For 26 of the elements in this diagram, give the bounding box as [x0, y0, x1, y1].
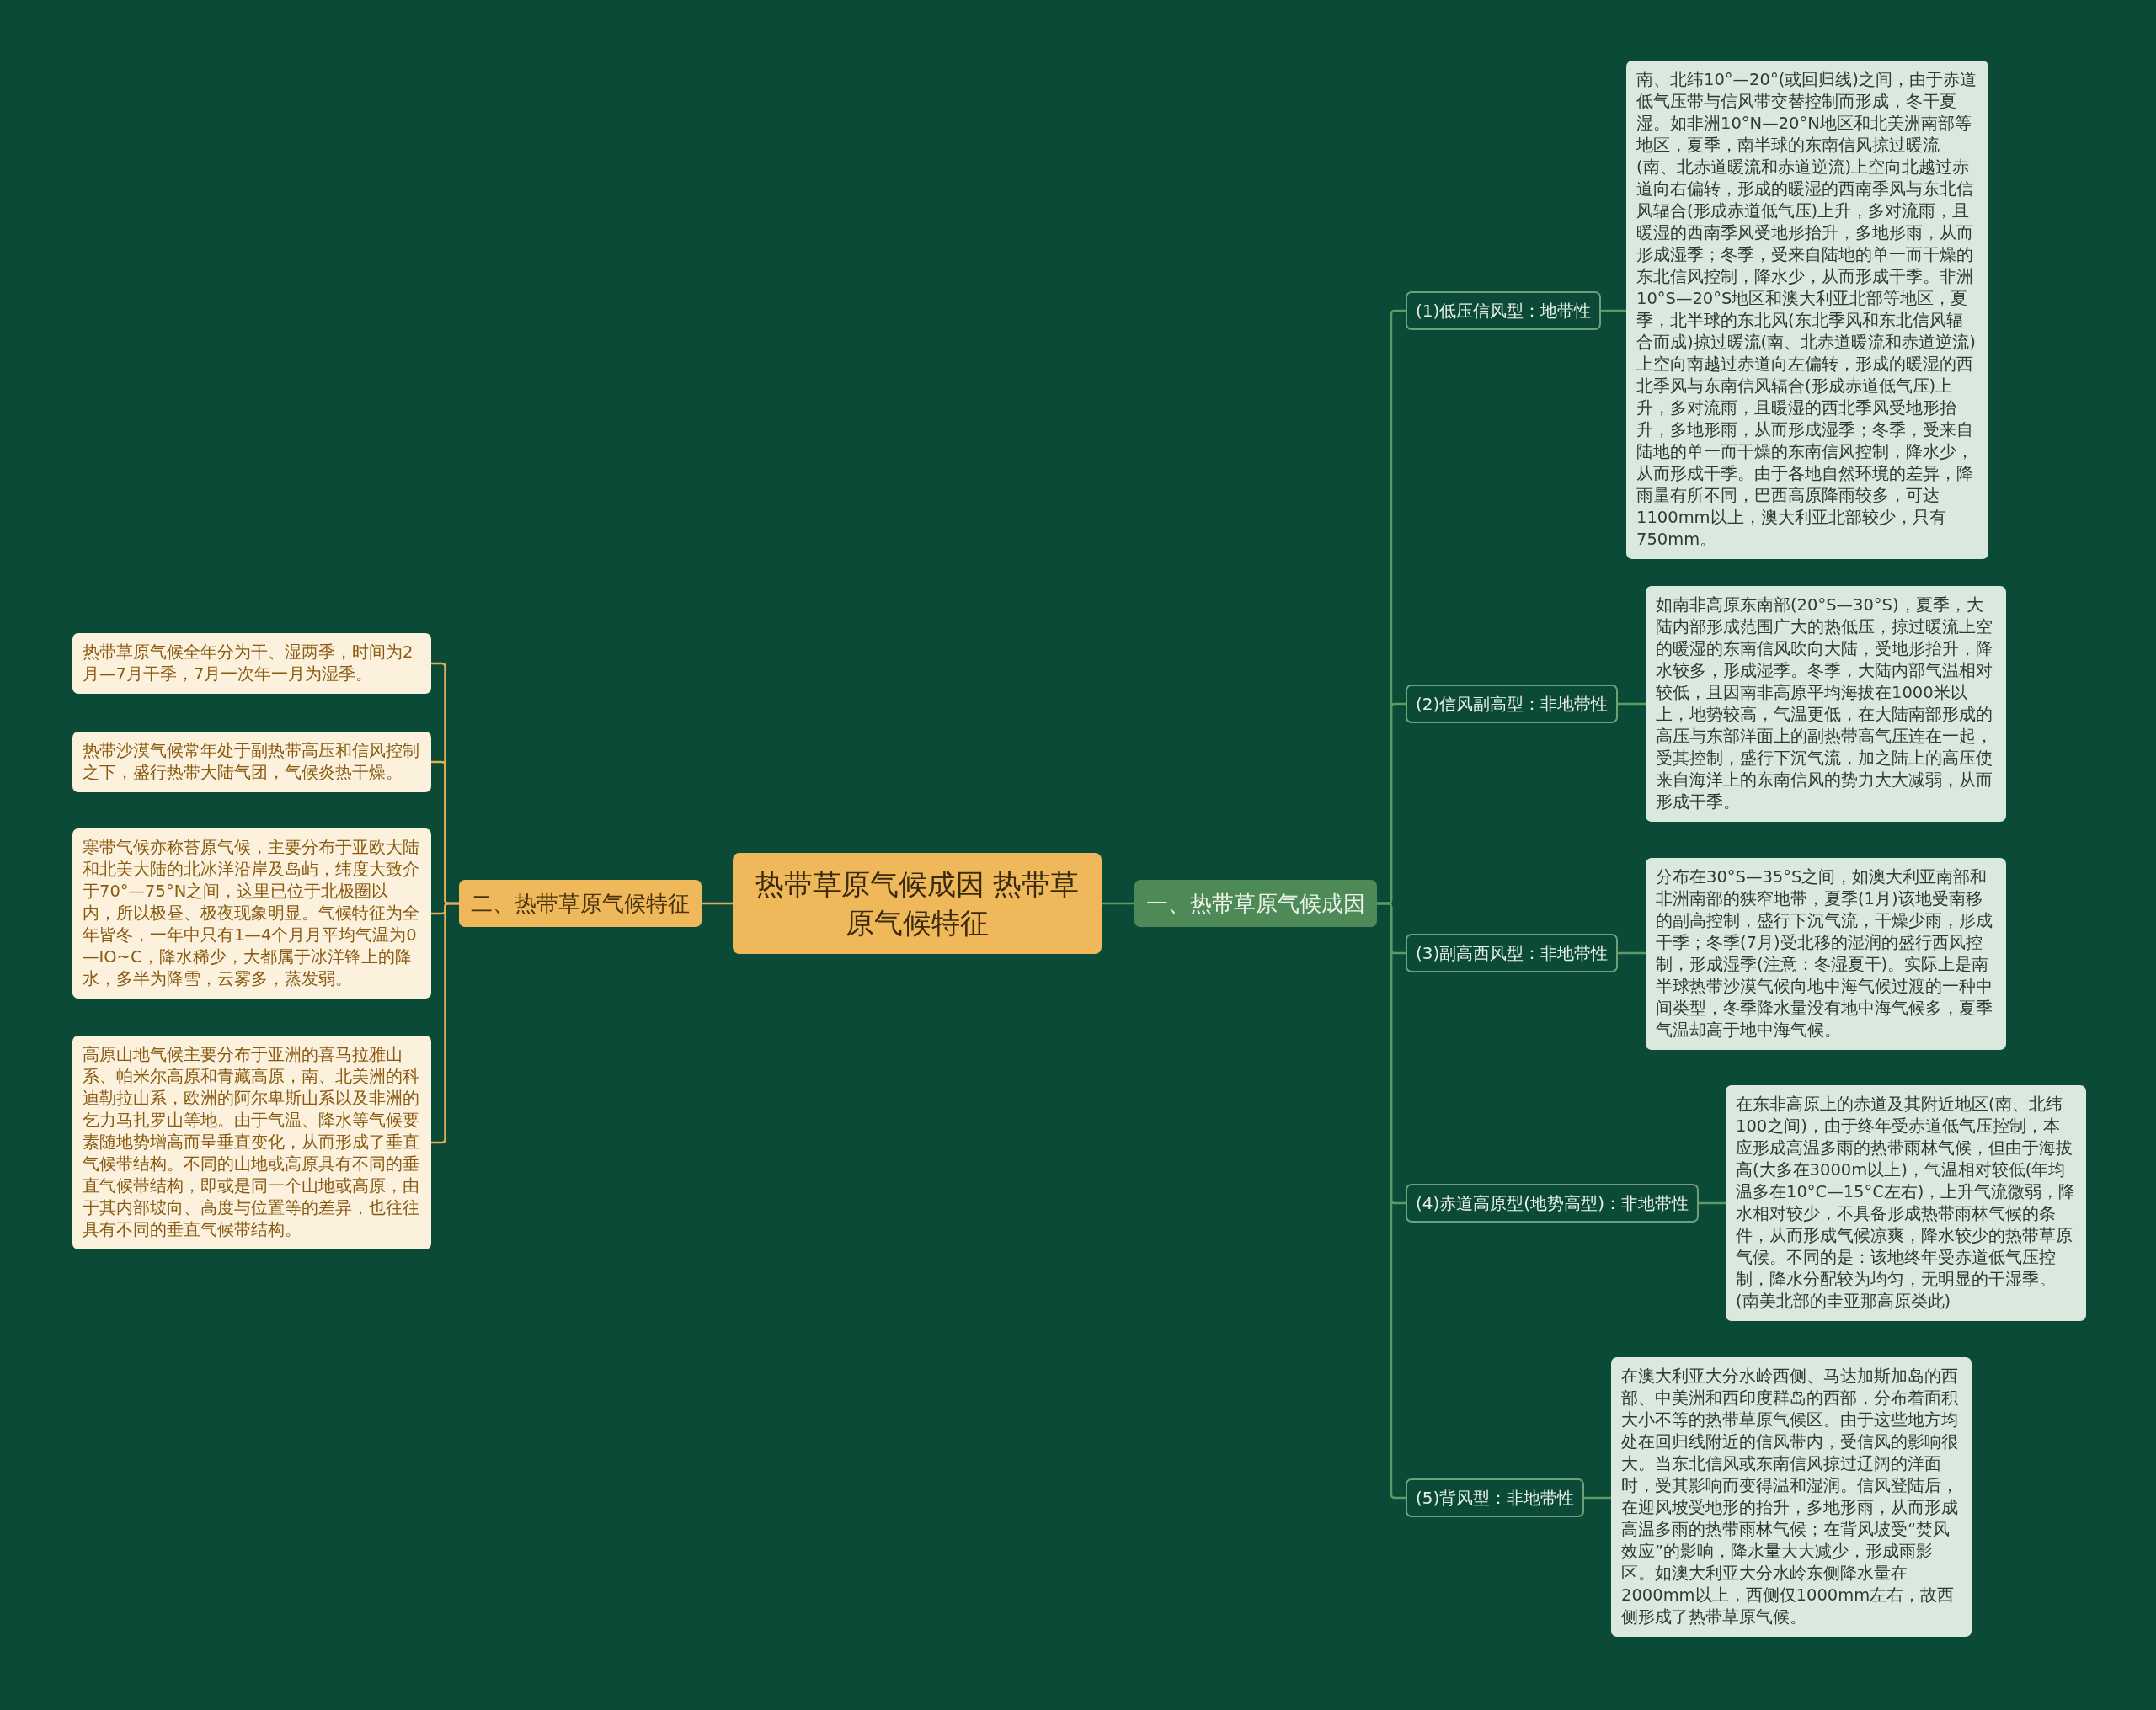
connector-line	[1618, 951, 1646, 955]
central-topic: 热带草原气候成因 热带草原气候特征	[733, 853, 1102, 954]
note-card: 分布在30°S—35°S之间，如澳大利亚南部和非洲南部的狭窄地带，夏季(1月)该地受南移的副高控制，盛行下沉气流，干燥少雨，形成干季；冬季(7月)受北移的湿润的盛行西风控制，形成湿季(注意：冬湿夏干)。实际上是南半球热带沙漠气候向地中海气候过渡的一种中间类型，冬季降水量没有地中海气候多，夏季气温却高于地中海气候。	[1646, 858, 2006, 1050]
note-card: 高原山地气候主要分布于亚洲的喜马拉雅山系、帕米尔高原和青藏高原，南、北美洲的科迪勒拉山系，欧洲的阿尔卑斯山系以及非洲的乞力马扎罗山等地。由于气温、降水等气候要素随地势增高而呈垂直变化，从而形成了垂直气候带结构。不同的山地或高原具有不同的垂直气候带结构，即或是同一个山地或高原，由于其内部坡向、高度与位置等的差异，也往往具有不同的垂直气候带结构。	[72, 1036, 431, 1249]
branch-topic: 一、热带草原气候成因	[1134, 880, 1377, 927]
note-card: 热带草原气候全年分为干、湿两季，时间为2月—7月干季，7月一次年一月为湿季。	[72, 633, 431, 694]
connector-line	[1699, 1201, 1726, 1205]
connector-line	[1584, 1496, 1611, 1500]
note-card: 在澳大利亚大分水岭西侧、马达加斯加岛的西部、中美洲和西印度群岛的西部，分布着面积大小不等的热带草原气候区。由于这些地方均处在回归线附近的信风带内，受信风的影响很大。当东北信风或东南信风掠过辽阔的洋面时，受其影响而变得温和湿润。信风登陆后，在迎风坡受地形的抬升，多地形雨，从而形成高温多雨的热带雨林气候；在背风坡受“焚风效应”的影响，降水量大大减少，形成雨影区。如澳大利亚大分水岭东侧降水量在2000mm以上，西侧仅1000mm左右，故西侧形成了热带草原气候。	[1611, 1357, 1972, 1637]
note-card: 热带沙漠气候常年处于副热带高压和信风控制之下，盛行热带大陆气团，气候炎热干燥。	[72, 732, 431, 792]
subtopic-label: (1)低压信风型：地带性	[1406, 291, 1602, 330]
connector-line	[1618, 702, 1646, 706]
connector-line	[1102, 902, 1134, 905]
connector-line	[702, 902, 733, 905]
subtopic-label: (2)信风副高型：非地带性	[1406, 685, 1619, 723]
note-card: 如南非高原东南部(20°S—30°S)，夏季，大陆内部形成范围广大的热低压，掠过暖流上空的暖湿的东南信风吹向大陆，受地形抬升，降水较多，形成湿季。冬季，大陆内部气温相对较低，且因南非高原平均海拔在1000米以上，地势较高，气温更低，在大陆南部形成的高压与东部洋面上的副热带高气压连在一起，受其控制，盛行下沉气流，加之陆上的高压使来自海洋上的东南信风的势力大大减弱，从而形成干季。	[1646, 586, 2006, 822]
subtopic-label: (3)副高西风型：非地带性	[1406, 934, 1619, 972]
connector-line	[1377, 902, 1406, 1500]
connector-line	[1601, 309, 1626, 312]
subtopic-label: (4)赤道高原型(地势高型)：非地带性	[1406, 1184, 1699, 1223]
branch-topic: 二、热带草原气候特征	[459, 880, 702, 927]
note-card: 南、北纬10°—20°(或回归线)之间，由于赤道低气压带与信风带交替控制而形成，冬干夏湿。如非洲10°N—20°N地区和北美洲南部等地区，夏季，南半球的东南信风掠过暖流(南、北赤道暖流和赤道逆流)上空向北越过赤道向右偏转，形成的暖湿的西南季风与东北信风辐合(形成赤道低气压)上升，多对流雨，且暖湿的西南季风受地形抬升，多地形雨，从而形成湿季；冬季，受来自陆地的单一而干燥的东北信风控制，降水少，从而形成干季。非洲10°S—20°S地区和澳大利亚北部等地区，夏季，北半球的东北风(东北季风和东北信风辐合而成)掠过暖流(南、北赤道暖流和赤道逆流)上空向南越过赤道向左偏转，形成的暖湿的西北季风与东南信风辐合(形成赤道低气压)上升，多对流雨，且暖湿的西北季风受地形抬升，多地形雨，从而形成湿季；冬季，受来自陆地的单一而干燥的东南信风控制，降水少，从而形成干季。由于各地自然环境的差异，降雨量有所不同，巴西高原降雨较多，可达1100mm以上，澳大利亚北部较少，只有750mm。	[1626, 61, 1988, 559]
note-card: 寒带气候亦称苔原气候，主要分布于亚欧大陆和北美大陆的北冰洋沿岸及岛屿，纬度大致介于70°—75°N之间，这里已位于北极圈以内，所以极昼、极夜现象明显。气候特征为全年皆冬，一年中只有1—4个月月平均气温为0—IO~C，降水稀少，大都属于冰洋锋上的降水，多半为降雪，云雾多，蒸发弱。	[72, 828, 431, 999]
connector-line	[431, 902, 459, 1144]
note-card: 在东非高原上的赤道及其附近地区(南、北纬100之间)，由于终年受赤道低气压控制，本应形成高温多雨的热带雨林气候，但由于海拔高(大多在3000m以上)，气温相对较低(年均温多在10°C—15°C左右)，上升气流微弱，降水相对较少，不具备形成热带雨林气候的条件，从而形成气候凉爽，降水较少的热带草原气候。不同的是：该地终年受赤道低气压控制，降水分配较为均匀，无明显的干湿季。(南美北部的圭亚那高原类此)	[1726, 1085, 2086, 1321]
subtopic-label: (5)背风型：非地带性	[1406, 1478, 1585, 1517]
